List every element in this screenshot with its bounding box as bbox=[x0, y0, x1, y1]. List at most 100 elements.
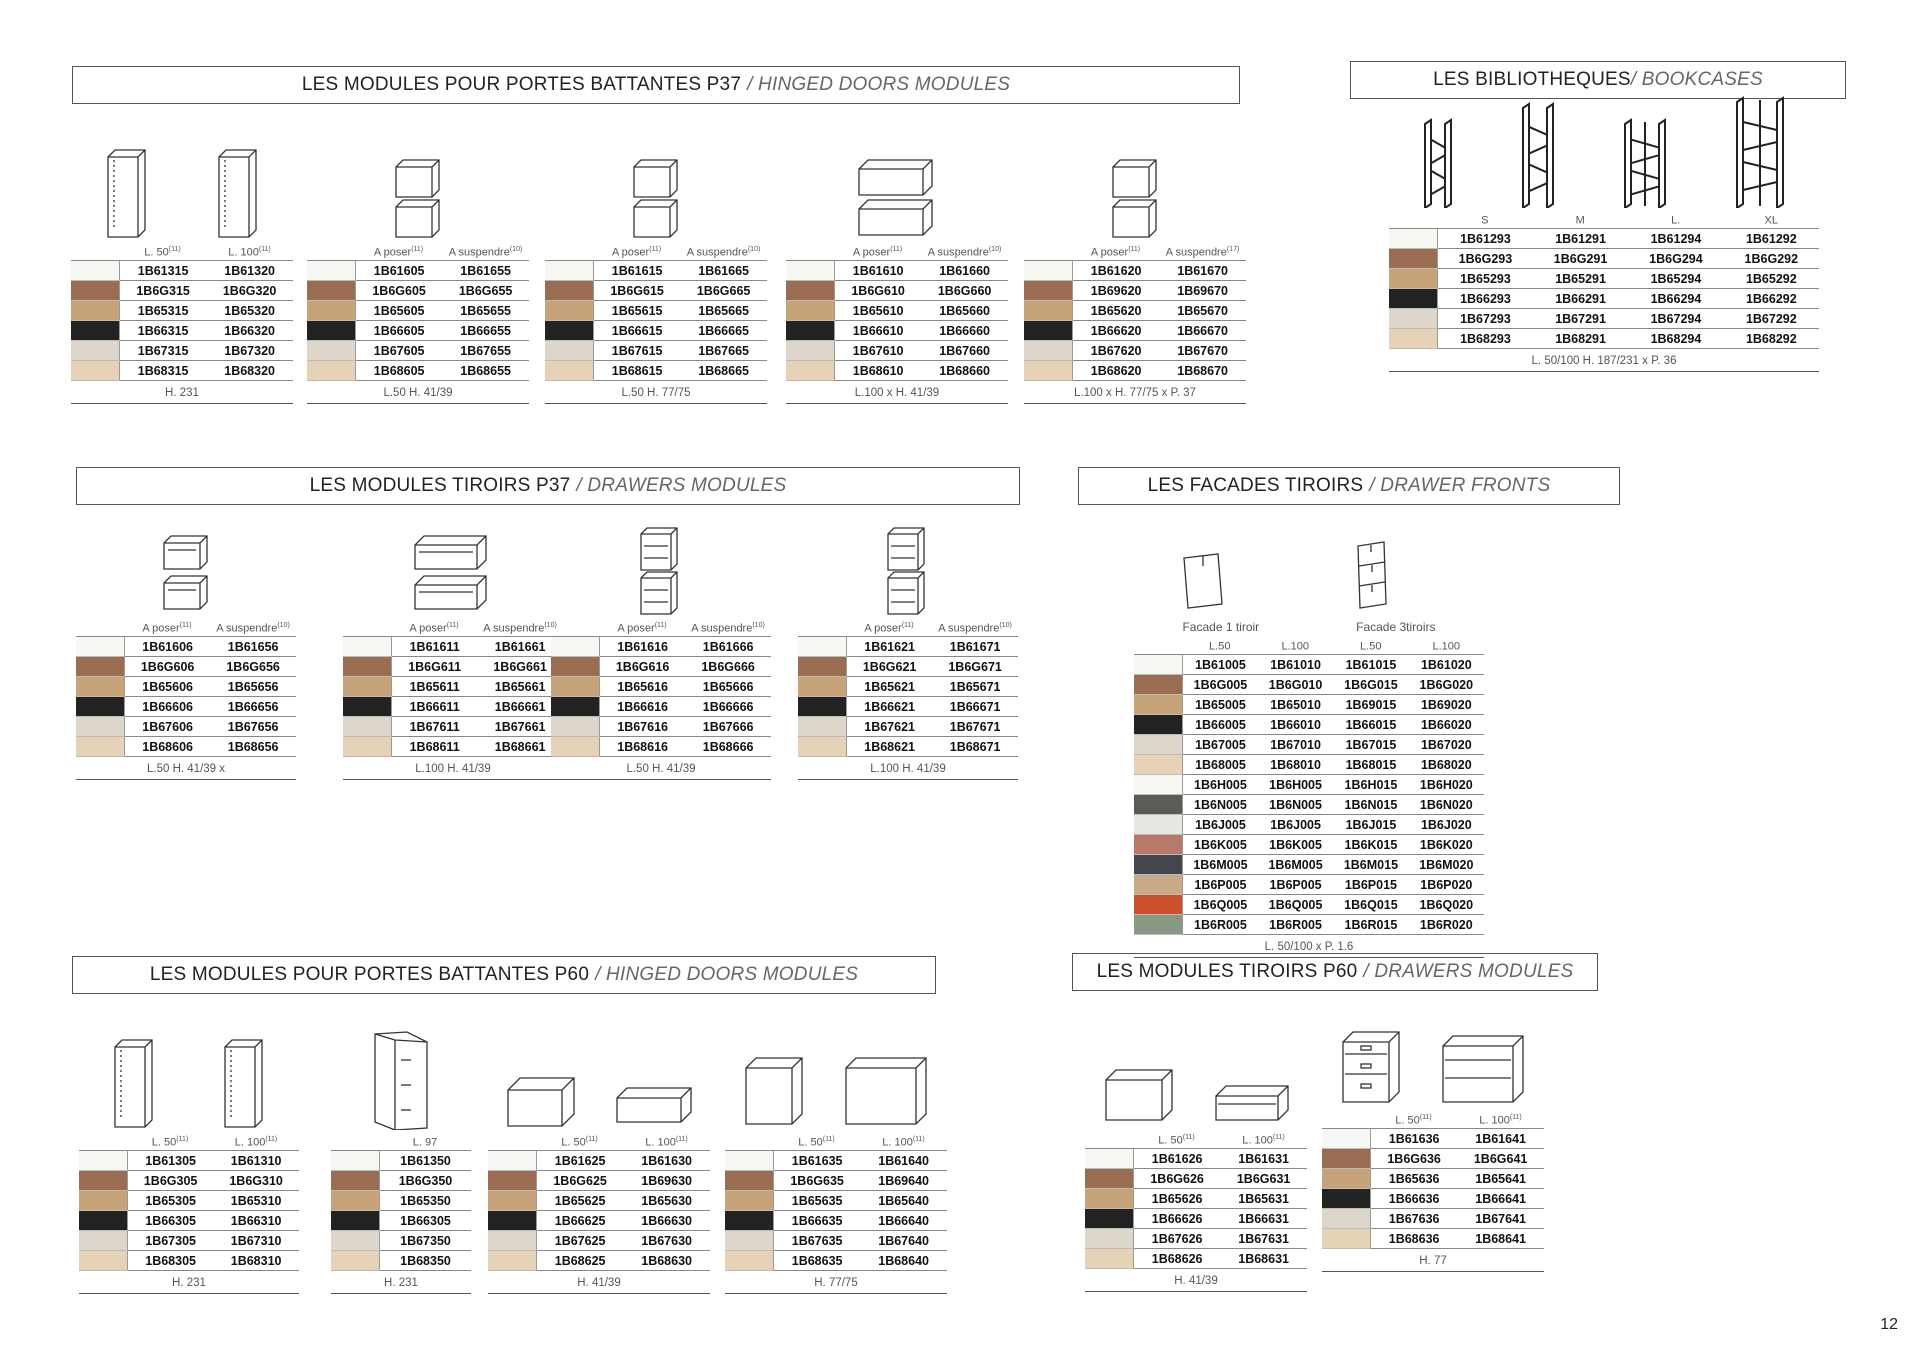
reference-code: 1B66635 bbox=[773, 1210, 861, 1231]
reference-code: 1B6G293 bbox=[1437, 248, 1533, 269]
reference-code: 1B67656 bbox=[210, 716, 296, 737]
finish-swatch bbox=[307, 280, 356, 301]
finish-swatch bbox=[798, 716, 847, 737]
reference-code: 1B6G625 bbox=[536, 1170, 624, 1191]
icon-row bbox=[488, 1030, 710, 1130]
column-header: L. 100(11) bbox=[882, 1136, 925, 1149]
reference-code: 1B6G665 bbox=[680, 280, 767, 301]
reference-code: 1B66606 bbox=[124, 696, 211, 717]
icon-caption: Facade 3tiroirs bbox=[1356, 620, 1436, 634]
reference-code: 1B6J005 bbox=[1182, 814, 1258, 835]
reference-code: 1B67005 bbox=[1182, 734, 1258, 755]
reference-code: 1B67310 bbox=[213, 1230, 299, 1251]
finish-swatch bbox=[1134, 674, 1183, 695]
column-headers: L. 50(11)L. 100(11) bbox=[79, 1136, 299, 1150]
finish-swatch bbox=[551, 716, 600, 737]
reference-code: 1B61010 bbox=[1257, 654, 1334, 675]
finish-swatch bbox=[79, 1190, 128, 1211]
reference-code: 1B61611 bbox=[391, 636, 478, 657]
reference-code: 1B6N005 bbox=[1257, 794, 1334, 815]
finish-swatch bbox=[1024, 300, 1073, 321]
reference-code: 1B6G631 bbox=[1220, 1168, 1307, 1189]
finish-swatch bbox=[798, 736, 847, 757]
finish-swatch bbox=[1134, 914, 1183, 935]
reference-code: 1B6K015 bbox=[1333, 834, 1409, 855]
icon-row bbox=[71, 140, 293, 240]
reference-code: 1B6N015 bbox=[1333, 794, 1409, 815]
reference-code: 1B65005 bbox=[1182, 694, 1258, 715]
finish-swatch bbox=[307, 360, 356, 381]
column-headers: A poser(11)A suspendre(10) bbox=[786, 246, 1008, 260]
section-title-drawers-p60: LES MODULES TIROIRS P60/ DRAWERS MODULES bbox=[1072, 953, 1598, 991]
column-header: A poser(11) bbox=[373, 246, 424, 259]
dimension-note: L.100 x H. 41/39 bbox=[786, 381, 1008, 404]
reference-code: 1B67636 bbox=[1370, 1208, 1458, 1229]
section-title-en: / BOOKCASES bbox=[1630, 69, 1763, 90]
reference-code: 1B6G626 bbox=[1133, 1168, 1221, 1189]
reference-code: 1B6G315 bbox=[119, 280, 207, 301]
reference-code: 1B65670 bbox=[1159, 300, 1246, 321]
reference-code: 1B6P005 bbox=[1257, 874, 1334, 895]
reference-code: 1B65293 bbox=[1437, 268, 1533, 289]
reference-code: 1B6G660 bbox=[921, 280, 1008, 301]
reference-code: 1B69670 bbox=[1159, 280, 1246, 301]
column-header: L. 50(11) bbox=[798, 1136, 835, 1149]
dimension-note: L.100 x H. 77/75 x P. 37 bbox=[1024, 381, 1246, 404]
stacked-box-icon bbox=[630, 156, 682, 240]
finish-swatch bbox=[343, 696, 392, 717]
column-header: L. 50(11) bbox=[144, 246, 181, 259]
column-header: XL bbox=[1764, 214, 1778, 227]
reference-code: 1B61655 bbox=[442, 260, 529, 281]
finish-swatch bbox=[79, 1250, 128, 1271]
reference-code: 1B65605 bbox=[355, 300, 443, 321]
reference-code: 1B6M005 bbox=[1257, 854, 1334, 875]
section-title-fr: LES MODULES POUR PORTES BATTANTES P60 bbox=[149, 964, 590, 985]
finish-swatch bbox=[1024, 280, 1073, 301]
column-headers: A poser(11)A suspendre(10) bbox=[798, 622, 1018, 636]
section-title-drawer-fronts: LES FACADES TIROIRS/ DRAWER FRONTS bbox=[1078, 467, 1620, 505]
reference-code: 1B66605 bbox=[355, 320, 443, 341]
dimension-note: H. 231 bbox=[331, 1271, 471, 1294]
column-header: L. bbox=[1671, 214, 1681, 227]
reference-code: 1B6G291 bbox=[1532, 248, 1629, 269]
dimension-note: H. 231 bbox=[71, 381, 293, 404]
reference-code: 1B6G305 bbox=[127, 1170, 214, 1191]
column-header: A poser(11) bbox=[864, 622, 914, 635]
reference-code: 1B6M005 bbox=[1182, 854, 1258, 875]
column-header: A poser(11) bbox=[1090, 246, 1141, 259]
reference-code: 1B66636 bbox=[1370, 1188, 1458, 1209]
reference-code: 1B65630 bbox=[623, 1190, 710, 1211]
finish-swatch bbox=[1085, 1228, 1134, 1249]
reference-code: 1B67605 bbox=[355, 340, 443, 361]
finish-swatch bbox=[1134, 694, 1183, 715]
reference-code: 1B6H015 bbox=[1333, 774, 1409, 795]
reference-code: 1B67671 bbox=[932, 716, 1018, 737]
reference-code: 1B67320 bbox=[206, 340, 293, 361]
column-header: A suspendre(17) bbox=[1165, 246, 1240, 259]
reference-code: 1B6R005 bbox=[1182, 914, 1258, 935]
reference-code: 1B69620 bbox=[1072, 280, 1160, 301]
finish-swatch bbox=[343, 736, 392, 757]
reference-code: 1B61005 bbox=[1182, 654, 1258, 675]
reference-code: 1B66656 bbox=[210, 696, 296, 717]
dimension-note: L.100 H. 41/39 bbox=[343, 757, 563, 780]
finish-swatch bbox=[71, 340, 120, 361]
